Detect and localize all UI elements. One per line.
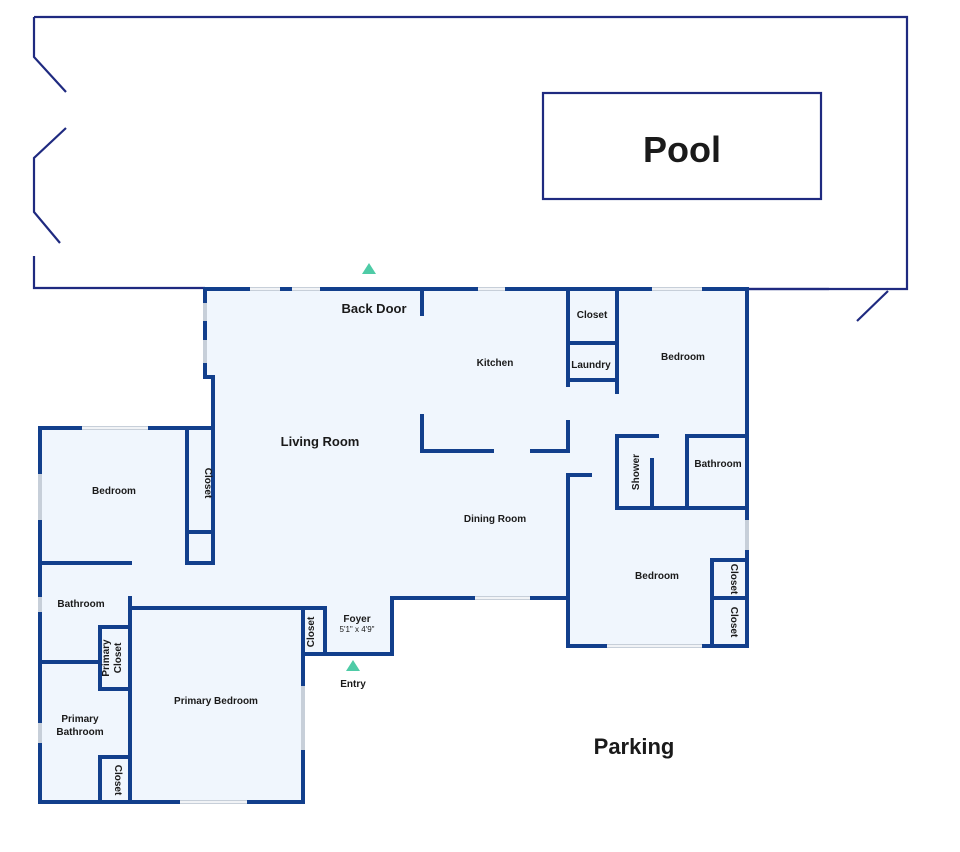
- laundry-label: Laundry: [571, 360, 611, 371]
- closet-label-top: Closet: [577, 310, 608, 321]
- pool-label: Pool: [643, 129, 721, 170]
- closet-label-left-bedroom: Closet: [202, 468, 213, 499]
- closet-label-right-1: Closet: [728, 564, 739, 595]
- back-door-label: Back Door: [341, 301, 406, 316]
- bedroom-label-left: Bedroom: [92, 486, 136, 497]
- bedroom-label-lower-right: Bedroom: [635, 571, 679, 582]
- bathroom-label-right: Bathroom: [694, 459, 741, 470]
- closet-label-foyer: Closet: [306, 616, 317, 647]
- parking-label: Parking: [594, 734, 675, 759]
- entry-arrow-icon: [346, 660, 360, 671]
- yard-outline: [32, 15, 909, 322]
- room-fills: [40, 289, 747, 802]
- closet-label-primary-bath: Closet: [112, 765, 123, 796]
- kitchen-label: Kitchen: [477, 358, 514, 369]
- foyer-label: Foyer: [343, 614, 370, 625]
- foyer-dimensions: 5'1" x 4'9": [340, 625, 375, 634]
- entry-label: Entry: [340, 679, 366, 690]
- primary-closet-label-line1: Primary: [101, 639, 112, 677]
- primary-bathroom-label-line2: Bathroom: [56, 727, 103, 738]
- primary-bathroom-label-line1: Primary: [61, 714, 99, 725]
- pool-rect: [541, 91, 823, 201]
- windows: [38, 287, 749, 804]
- exterior-walls: [38, 287, 749, 804]
- living-room-label: Living Room: [281, 434, 360, 449]
- dining-room-label: Dining Room: [464, 514, 526, 525]
- shower-label: Shower: [631, 454, 642, 490]
- primary-bedroom-label: Primary Bedroom: [174, 696, 258, 707]
- bedroom-label-top-right: Bedroom: [661, 352, 705, 363]
- back-door-arrow-icon: [362, 263, 376, 274]
- interior-walls: [38, 287, 749, 804]
- bathroom-label-left: Bathroom: [57, 599, 104, 610]
- primary-closet-label-line2: Closet: [113, 642, 124, 673]
- closet-label-right-2: Closet: [728, 607, 739, 638]
